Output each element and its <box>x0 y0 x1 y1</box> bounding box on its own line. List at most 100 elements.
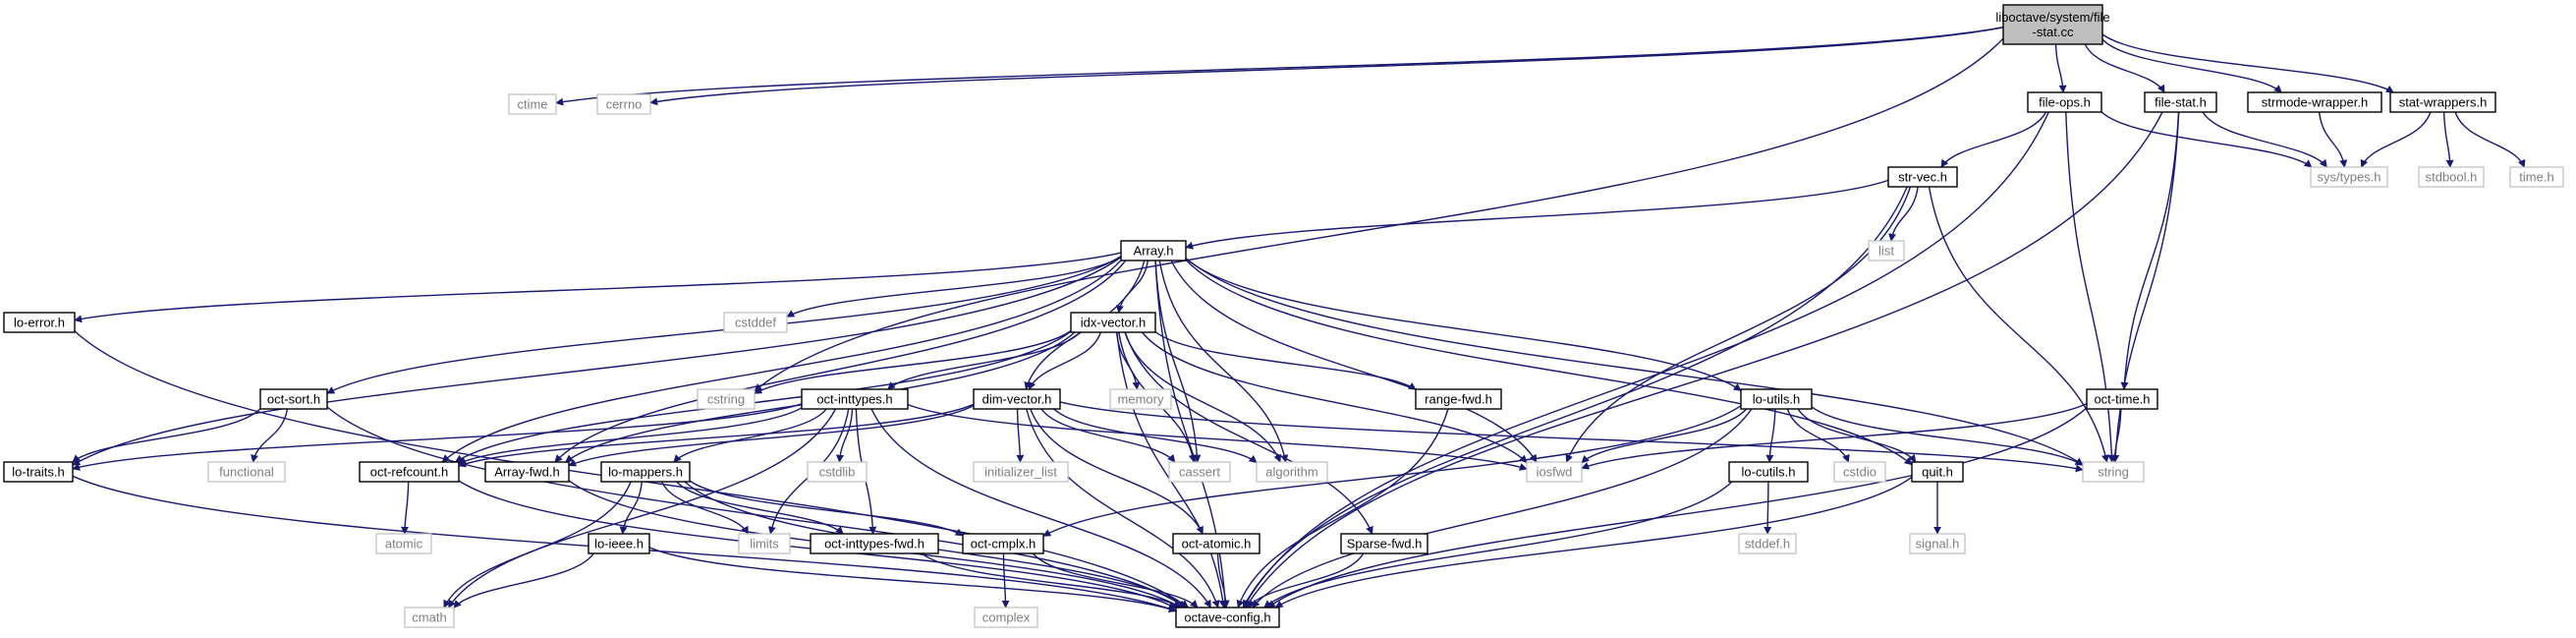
node-box <box>588 533 650 554</box>
node-label: iosfwd <box>1537 465 1573 480</box>
node-stdbool: stdbool.h <box>2418 166 2485 188</box>
node-range-fwd[interactable]: range-fwd.h <box>1415 388 1502 410</box>
node-initializer_list: initializer_list <box>973 461 1069 483</box>
node-box <box>1526 461 1583 483</box>
node-Array[interactable]: Array.h <box>1120 240 1187 261</box>
node-lo-traits[interactable]: lo-traits.h <box>3 461 74 483</box>
edge-dim-vector-to-oct-atomic <box>1030 408 1204 535</box>
edge-lo-utils-to-oct-cmplx <box>1042 405 1742 537</box>
edge-root-to-cstring <box>754 37 2004 392</box>
node-box <box>1256 461 1328 483</box>
node-box <box>596 93 651 115</box>
edge-oct-time-to-iosfwd <box>1581 402 2088 470</box>
node-box <box>1120 240 1187 261</box>
node-label: time.h <box>2519 170 2553 185</box>
edge-idx-vector-to-dim-vector <box>1028 331 1102 390</box>
edge-lo-mappers-to-cmath <box>443 481 632 609</box>
edge-oct-refcount-to-atomic <box>400 481 410 535</box>
edge-dim-vector-to-oct-refcount <box>458 403 975 468</box>
node-oct-inttypes-fwd[interactable]: oct-inttypes-fwd.h <box>810 533 939 554</box>
edge-lo-mappers-to-oct-inttypes-fwd <box>676 481 844 535</box>
node-memory: memory <box>1109 388 1172 410</box>
node-box <box>1070 312 1156 333</box>
edge-root-to-cerrno <box>649 27 2004 106</box>
node-box <box>3 461 74 483</box>
node-label: cerrno <box>606 97 643 112</box>
node-oct-sort[interactable]: oct-sort.h <box>259 388 328 410</box>
node-box <box>259 388 328 410</box>
node-str-vec[interactable]: str-vec.h <box>1887 166 1958 188</box>
node-label: lo-utils.h <box>1753 392 1800 407</box>
node-oct-refcount[interactable]: oct-refcount.h <box>359 461 460 483</box>
node-label: cstdlib <box>819 465 856 480</box>
node-lo-error[interactable]: lo-error.h <box>3 312 76 333</box>
node-box <box>1109 388 1172 410</box>
node-oct-cmplx[interactable]: oct-cmplx.h <box>962 533 1044 554</box>
node-box <box>962 533 1044 554</box>
node-label: lo-error.h <box>14 316 65 330</box>
node-label: range-fwd.h <box>1425 392 1492 407</box>
node-lo-utils[interactable]: lo-utils.h <box>1740 388 1813 410</box>
node-file-stat[interactable]: file-stat.h <box>2144 91 2217 113</box>
node-root[interactable]: liboctave/system/file-stat.cc <box>1995 4 2110 45</box>
edge-root-to-file-stat <box>2084 43 2165 93</box>
edge-oct-inttypes-to-oct-refcount <box>458 407 803 465</box>
node-label: oct-atomic.h <box>1182 537 1252 551</box>
node-oct-atomic[interactable]: oct-atomic.h <box>1172 533 1260 554</box>
node-oct-time[interactable]: oct-time.h <box>2086 388 2158 410</box>
node-stat-wrappers[interactable]: stat-wrappers.h <box>2389 91 2496 113</box>
node-box <box>600 461 691 483</box>
node-box <box>973 461 1069 483</box>
node-lo-mappers[interactable]: lo-mappers.h <box>600 461 691 483</box>
node-label: Array.h <box>1134 244 1174 259</box>
node-box <box>723 312 788 333</box>
edge-idx-vector-to-cstring <box>754 329 1072 394</box>
node-strmode[interactable]: strmode-wrapper.h <box>2247 91 2382 113</box>
edge-stat-wrappers-to-sys-types <box>2360 111 2432 168</box>
node-box <box>1740 388 1813 410</box>
node-box <box>1340 533 1428 554</box>
node-label: cstring <box>707 392 745 407</box>
edge-Array-to-iosfwd <box>1170 260 1538 463</box>
node-label: oct-refcount.h <box>370 465 449 480</box>
node-label: memory <box>1118 392 1164 407</box>
node-sys-types: sys/types.h <box>2310 166 2388 188</box>
node-label: liboctave/system/file <box>1995 10 2109 25</box>
node-box <box>801 388 909 410</box>
node-file-ops[interactable]: file-ops.h <box>2027 91 2102 113</box>
node-idx-vector[interactable]: idx-vector.h <box>1070 312 1156 333</box>
edge-root-to-stat-wrappers <box>2101 33 2394 93</box>
node-lo-ieee[interactable]: lo-ieee.h <box>588 533 650 554</box>
edge-Array-to-lo-traits <box>72 256 1122 466</box>
node-ctime: ctime <box>508 93 557 115</box>
node-lo-cutils[interactable]: lo-cutils.h <box>1728 461 1809 483</box>
node-label: idx-vector.h <box>1081 316 1146 330</box>
node-label: algorithm <box>1265 465 1317 480</box>
node-label: -stat.cc <box>2033 25 2074 39</box>
node-functional: functional <box>207 461 286 483</box>
edge-lo-utils-to-cstdio <box>1786 408 1850 463</box>
node-label: complex <box>982 610 1031 625</box>
edge-str-vec-to-list <box>1888 186 1919 242</box>
node-box <box>1175 607 1280 628</box>
node-quit[interactable]: quit.h <box>1911 461 1964 483</box>
edge-oct-inttypes-to-octave-config <box>870 408 1212 609</box>
edge-file-stat-to-sys-types <box>2202 111 2327 168</box>
node-label: functional <box>219 465 274 480</box>
node-label: Sparse-fwd.h <box>1347 537 1423 551</box>
edge-Array-to-idx-vector <box>1116 260 1149 314</box>
edge-Array-to-cassert <box>1154 260 1202 463</box>
node-dim-vector[interactable]: dim-vector.h <box>973 388 1061 410</box>
node-cstddef: cstddef <box>723 312 788 333</box>
node-box <box>1887 166 1958 188</box>
node-Array-fwd[interactable]: Array-fwd.h <box>484 461 570 483</box>
edge-dim-vector-to-octave-config <box>1026 408 1220 609</box>
node-octave-config[interactable]: octave-config.h <box>1175 607 1280 628</box>
node-oct-inttypes[interactable]: oct-inttypes.h <box>801 388 909 410</box>
node-label: sys/types.h <box>2317 170 2380 185</box>
node-Sparse-fwd[interactable]: Sparse-fwd.h <box>1340 533 1428 554</box>
node-box <box>974 607 1038 628</box>
edge-oct-atomic-to-octave-config <box>1216 552 1230 609</box>
node-label: atomic <box>385 537 423 551</box>
